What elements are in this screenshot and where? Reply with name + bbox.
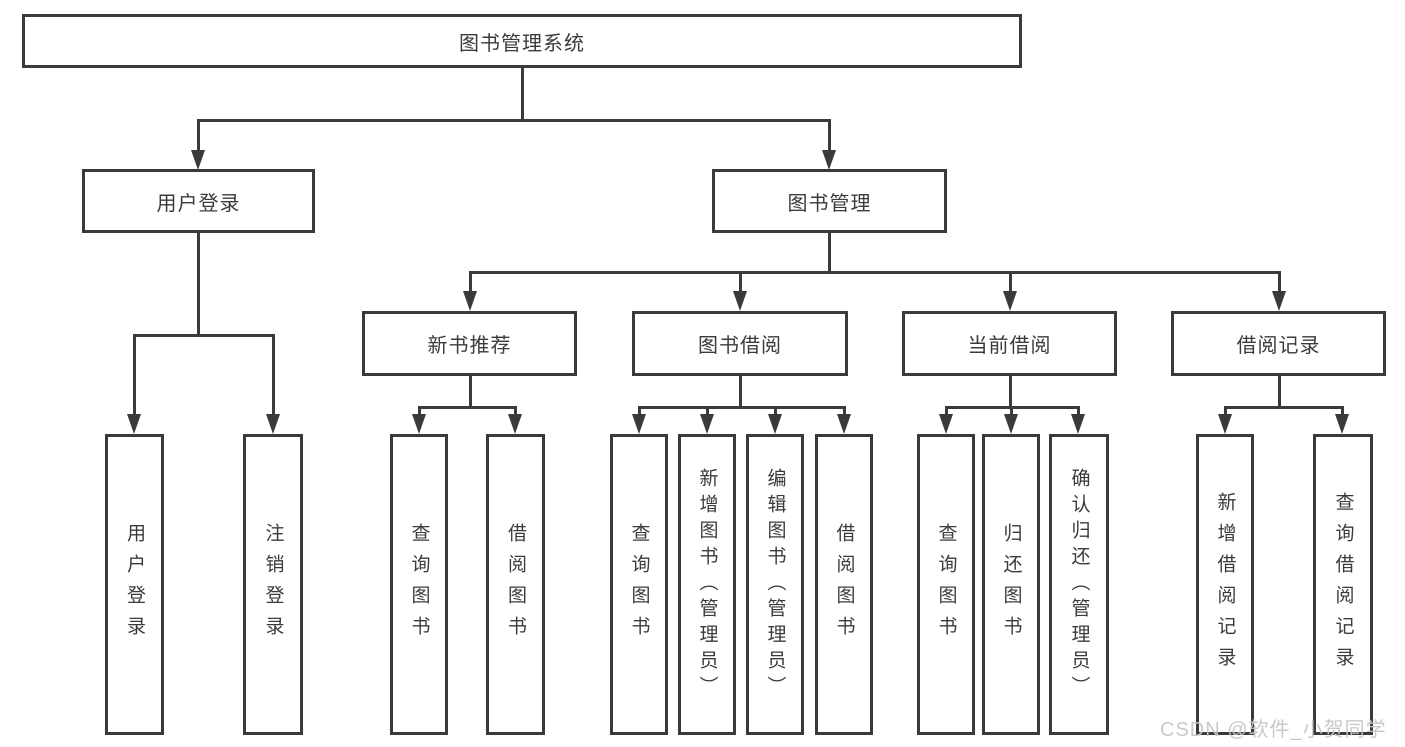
arrowhead-down-icon — [412, 414, 426, 434]
node-book-management-label: 图书管理 — [787, 192, 872, 215]
connector-bookborrow-stem — [739, 376, 742, 408]
arrowhead-down-icon — [1003, 291, 1017, 311]
arrowhead-down-icon — [1335, 414, 1349, 434]
arrowhead-down-icon — [733, 291, 747, 311]
node-user-login: 用户登录 — [82, 169, 315, 233]
leaf-newbook-borrow-books: 借阅图书 — [486, 434, 545, 735]
connector-userlogin-stem — [197, 233, 200, 336]
connector-bookmgmt-stem — [828, 233, 831, 274]
leaf-logout: 注销登录 — [243, 434, 303, 735]
connector-root-drop-right — [828, 119, 831, 152]
leaf-query-borrow-record-label: 查询借阅记录 — [1332, 491, 1354, 678]
leaf-borrow-query-books-label: 查询图书 — [628, 522, 650, 647]
leaf-user-login: 用户登录 — [105, 434, 164, 735]
node-current-borrow: 当前借阅 — [902, 311, 1117, 376]
connector-bookborrow-drop-3 — [774, 406, 777, 416]
node-system-root-label: 图书管理系统 — [459, 32, 585, 55]
leaf-add-books-admin-label: 新增图书（管理员） — [696, 467, 718, 702]
arrowhead-down-icon — [632, 414, 646, 434]
connector-bookmgmt-drop-3 — [1009, 271, 1012, 293]
arrowhead-down-icon — [1004, 414, 1018, 434]
connector-newbook-drop-1 — [418, 406, 421, 416]
connector-root-drop-left — [197, 119, 200, 152]
leaf-newbook-borrow-books-label: 借阅图书 — [505, 522, 526, 647]
node-book-management: 图书管理 — [712, 169, 947, 233]
leaf-borrow-query-books: 查询图书 — [610, 434, 668, 735]
connector-userlogin-drop-1 — [133, 334, 136, 416]
leaf-newbook-query-books: 查询图书 — [390, 434, 448, 735]
node-borrow-records: 借阅记录 — [1171, 311, 1386, 376]
leaf-newbook-query-books-label: 查询图书 — [408, 522, 430, 647]
arrowhead-down-icon — [700, 414, 714, 434]
node-book-borrow: 图书借阅 — [632, 311, 848, 376]
connector-currentborrow-drop-2 — [1010, 406, 1013, 416]
leaf-return-books-label: 归还图书 — [1000, 522, 1022, 647]
connector-newbook-drop-2 — [514, 406, 517, 416]
connector-root-stem — [521, 68, 524, 122]
arrowhead-down-icon — [822, 150, 836, 170]
node-book-borrow-label: 图书借阅 — [698, 335, 782, 357]
arrowhead-down-icon — [1071, 414, 1085, 434]
connector-currentborrow-stem — [1009, 376, 1012, 408]
leaf-return-books: 归还图书 — [982, 434, 1040, 735]
connector-userlogin-drop-2 — [272, 334, 275, 416]
connector-currentborrow-drop-3 — [1077, 406, 1080, 416]
connector-currentborrow-drop-1 — [945, 406, 948, 416]
connector-bookmgmt-drop-1 — [469, 271, 472, 293]
connector-bookborrow-drop-2 — [706, 406, 709, 416]
arrowhead-down-icon — [939, 414, 953, 434]
watermark: CSDN @软件_小贺同学 — [1160, 719, 1387, 741]
arrowhead-down-icon — [266, 414, 280, 434]
leaf-current-query-books-label: 查询图书 — [935, 522, 957, 647]
arrowhead-down-icon — [837, 414, 851, 434]
node-new-book-recommend: 新书推荐 — [362, 311, 577, 376]
arrowhead-down-icon — [768, 414, 782, 434]
leaf-query-borrow-record: 查询借阅记录 — [1313, 434, 1373, 735]
arrowhead-down-icon — [191, 150, 205, 170]
connector-bookborrow-drop-1 — [638, 406, 641, 416]
leaf-edit-books-admin: 编辑图书（管理员） — [746, 434, 804, 735]
leaf-edit-books-admin-label: 编辑图书（管理员） — [764, 467, 786, 702]
node-system-root: 图书管理系统 — [22, 14, 1022, 68]
connector-borrowrecord-drop-2 — [1341, 406, 1344, 416]
connector-root-bus — [197, 119, 831, 122]
node-user-login-label: 用户登录 — [156, 192, 241, 215]
leaf-add-borrow-record: 新增借阅记录 — [1196, 434, 1254, 735]
connector-bookmgmt-drop-2 — [739, 271, 742, 293]
connector-userlogin-bus — [133, 334, 275, 337]
connector-bookborrow-bus — [638, 406, 845, 409]
leaf-logout-label: 注销登录 — [262, 522, 284, 647]
connector-newbook-stem — [469, 376, 472, 408]
connector-borrowrecord-bus — [1224, 406, 1344, 409]
node-new-book-recommend-label: 新书推荐 — [427, 335, 512, 357]
node-current-borrow-label: 当前借阅 — [967, 335, 1052, 357]
connector-borrowrecord-drop-1 — [1224, 406, 1227, 416]
connector-bookmgmt-bus — [469, 271, 1280, 274]
leaf-add-books-admin: 新增图书（管理员） — [678, 434, 736, 735]
leaf-user-login-label: 用户登录 — [124, 522, 145, 647]
connector-bookborrow-drop-4 — [843, 406, 846, 416]
arrowhead-down-icon — [1272, 291, 1286, 311]
connector-newbook-bus — [418, 406, 517, 409]
node-borrow-records-label: 借阅记录 — [1236, 335, 1321, 357]
arrowhead-down-icon — [1218, 414, 1232, 434]
connector-bookmgmt-drop-4 — [1278, 271, 1281, 293]
leaf-add-borrow-record-label: 新增借阅记录 — [1214, 491, 1236, 678]
leaf-confirm-return-admin-label: 确认归还（管理员） — [1068, 467, 1090, 702]
leaf-confirm-return-admin: 确认归还（管理员） — [1049, 434, 1109, 735]
leaf-current-query-books: 查询图书 — [917, 434, 975, 735]
leaf-borrow-books-label: 借阅图书 — [833, 522, 855, 647]
arrowhead-down-icon — [127, 414, 141, 434]
arrowhead-down-icon — [463, 291, 477, 311]
leaf-borrow-books: 借阅图书 — [815, 434, 873, 735]
connector-borrowrecord-stem — [1278, 376, 1281, 408]
arrowhead-down-icon — [508, 414, 522, 434]
